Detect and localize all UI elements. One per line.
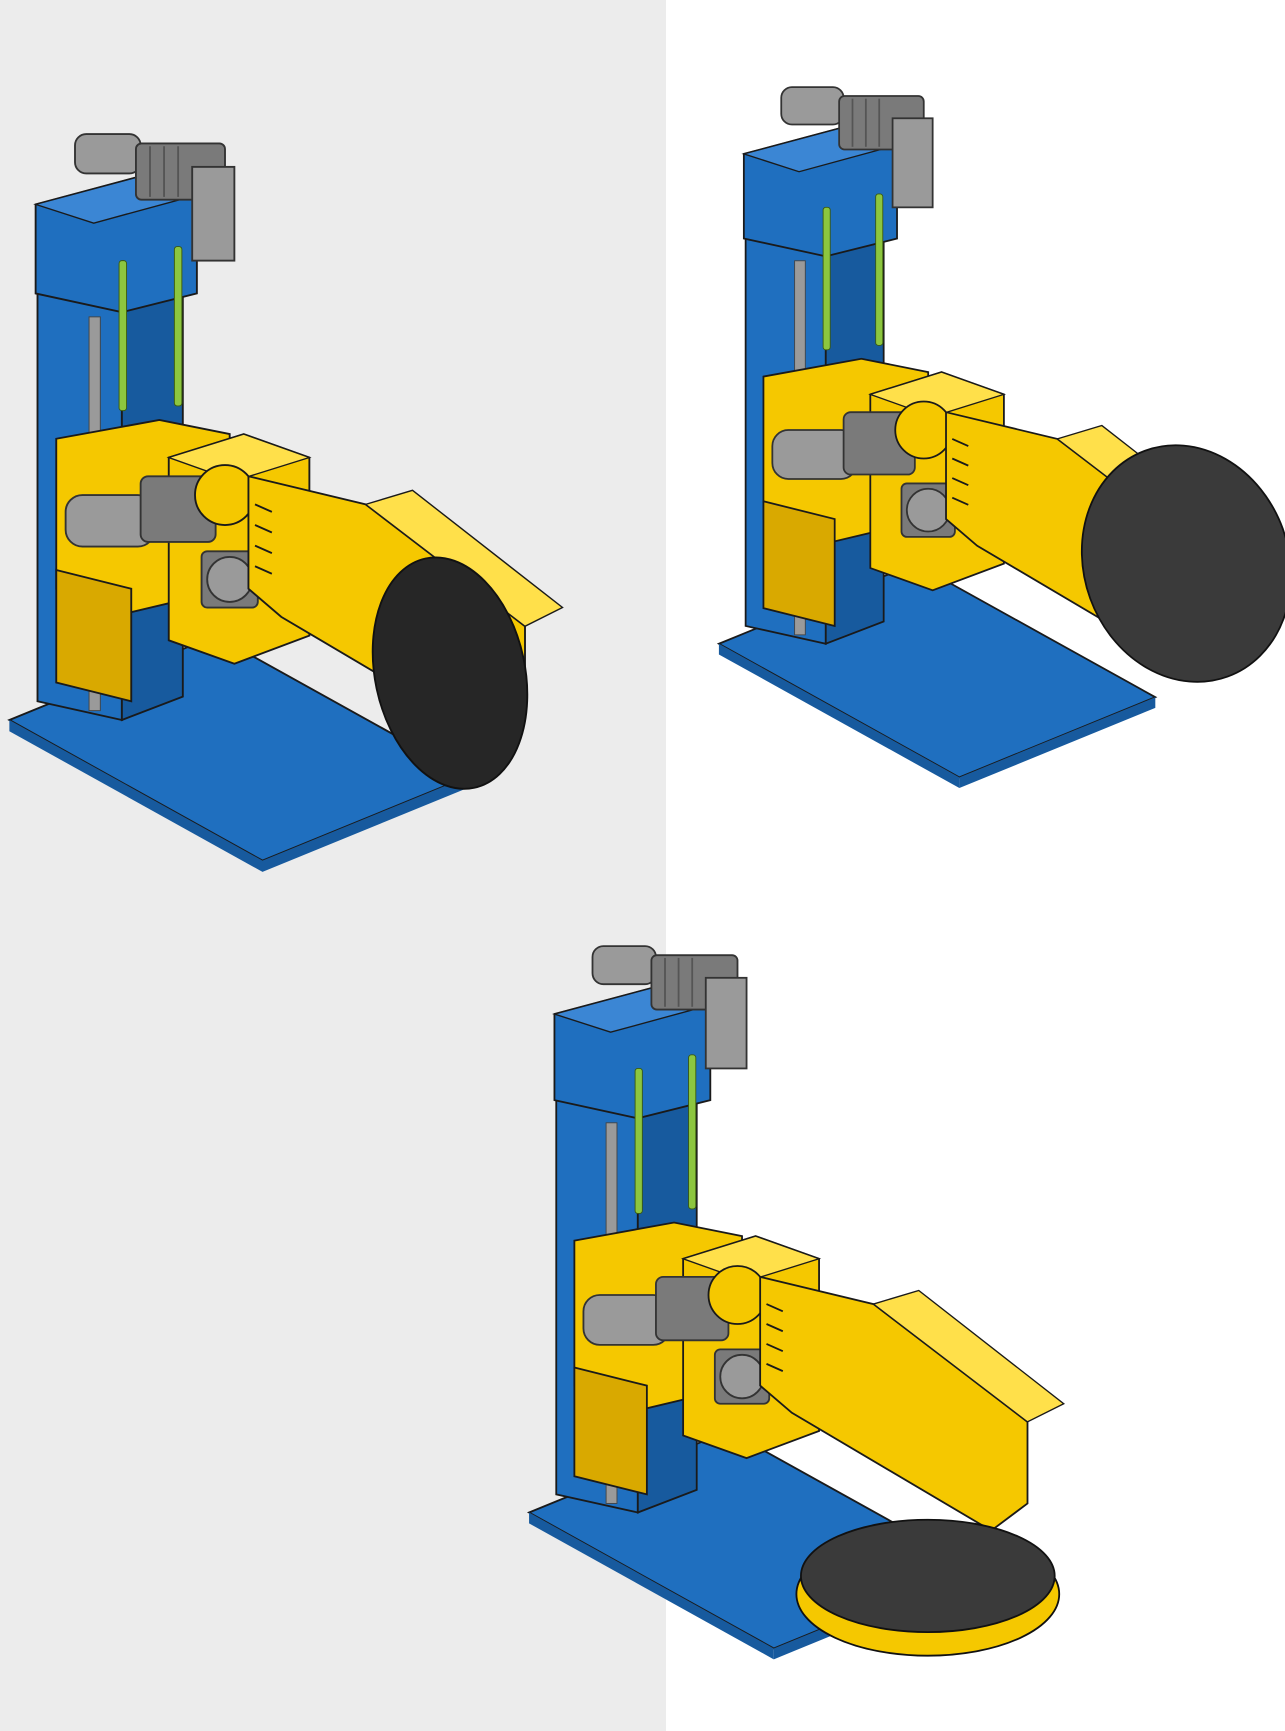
positioner-view-vertical	[8, 133, 564, 873]
turntable-plate	[371, 556, 529, 790]
positioner-view-horizontal	[528, 945, 1065, 1661]
positioner-view-inclined	[718, 86, 1285, 789]
turntable-plate	[1080, 444, 1285, 683]
turntable-plate	[800, 1518, 1056, 1634]
